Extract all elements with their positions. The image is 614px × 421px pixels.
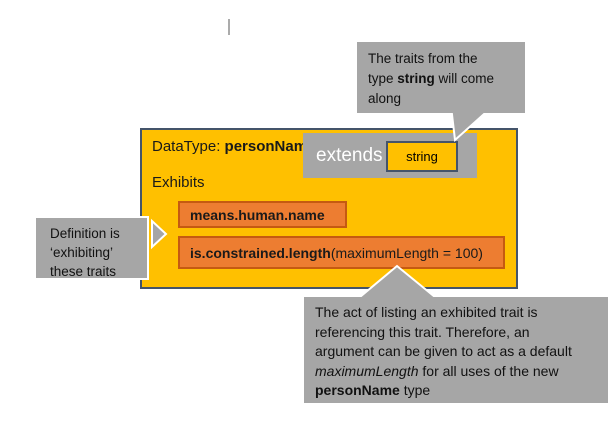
trait-means-human-name: means.human.name [178, 201, 347, 228]
text-cursor-artifact [228, 19, 230, 35]
callout-exhibited-trait-argument: The act of listing an exhibited trait is… [304, 297, 608, 403]
extends-label: extends [316, 144, 383, 166]
callout-definition-exhibiting: Definition is‘exhibiting’these traits [34, 216, 149, 280]
datatype-title: DataType: personName [152, 138, 316, 155]
string-box: string [386, 141, 458, 172]
exhibits-label: Exhibits [152, 174, 205, 191]
trait-is-constrained-length: is.constrained.length (maximumLength = 1… [178, 236, 505, 269]
extends-box: extends string [303, 133, 477, 178]
string-label: string [406, 149, 438, 164]
datatype-box: DataType: personName extends string Exhi… [140, 128, 518, 289]
